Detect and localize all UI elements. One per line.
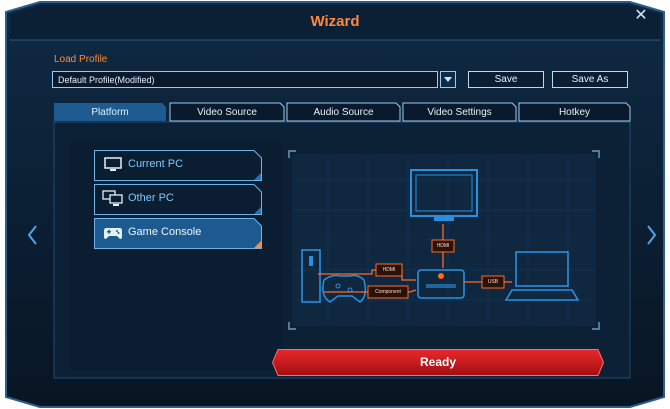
window-title: Wizard (310, 13, 360, 30)
platform-label-other-pc: Other PC (128, 192, 174, 204)
console-tower-icon (301, 249, 321, 303)
tab-platform[interactable]: Platform (91, 107, 129, 118)
tv-icon (410, 169, 478, 221)
capture-device-icon (417, 269, 465, 299)
gamepad-icon (104, 228, 122, 239)
monitor-icon (104, 157, 122, 171)
ready-button-label: Ready (419, 355, 457, 369)
label-usb: USB (487, 279, 499, 285)
profile-select[interactable]: Default Profile(Modified) (52, 71, 438, 88)
platform-option-game-console[interactable]: Game Console (94, 218, 262, 249)
connection-diagram (288, 150, 600, 330)
ready-button[interactable]: Ready (272, 349, 604, 376)
platform-option-current-pc[interactable]: Current PC (94, 150, 262, 181)
tab-video-settings[interactable]: Video Settings (427, 107, 492, 118)
laptop-icon (504, 251, 580, 301)
platform-label-game-console: Game Console (128, 226, 202, 238)
tab-hotkey[interactable]: Hotkey (558, 107, 591, 118)
save-button[interactable]: Save (468, 71, 544, 88)
tab-audio-source[interactable]: Audio Source (313, 107, 374, 118)
chevron-down-icon (444, 77, 452, 82)
previous-arrow-icon[interactable] (24, 222, 42, 248)
load-profile-label: Load Profile (54, 54, 108, 65)
save-as-button[interactable]: Save As (552, 71, 628, 88)
two-monitors-icon (102, 190, 123, 206)
close-button[interactable]: ✕ (634, 7, 648, 24)
label-component: Component (375, 289, 401, 295)
ready-button-shape (272, 349, 604, 376)
label-hdmi-left: HDMI (382, 267, 396, 273)
tab-bar-shapes (54, 102, 631, 122)
tab-video-source[interactable]: Video Source (197, 107, 257, 118)
label-hdmi-top: HDMI (436, 243, 450, 249)
option-frame (94, 218, 262, 249)
platform-label-current-pc: Current PC (128, 158, 184, 170)
next-arrow-icon[interactable] (642, 222, 660, 248)
option-frame (94, 184, 262, 215)
profile-dropdown-button[interactable] (440, 71, 456, 88)
option-frame (94, 150, 262, 181)
platform-option-other-pc[interactable]: Other PC (94, 184, 262, 215)
